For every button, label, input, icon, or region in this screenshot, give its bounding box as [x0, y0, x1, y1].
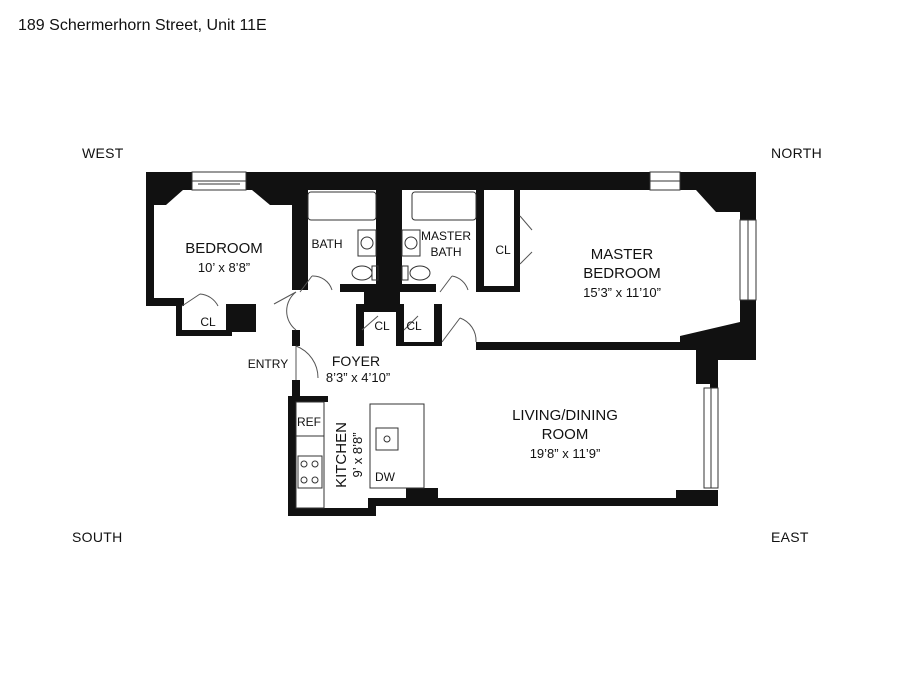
doors [181, 215, 533, 380]
dishwasher-label: DW [375, 470, 396, 484]
compass-west: WEST [82, 145, 124, 161]
living-dimensions: 19’8” x 11’9” [530, 446, 601, 461]
master-bedroom-label-line1: MASTER [591, 246, 654, 263]
kitchen-label: KITCHEN [333, 422, 350, 488]
compass-south: SOUTH [72, 529, 123, 545]
room-labels: BEDROOM 10’ x 8’8” BATH MASTER BATH CL M… [185, 229, 661, 488]
master-bedroom-label-line2: BEDROOM [583, 265, 661, 282]
bedroom-label: BEDROOM [185, 240, 263, 257]
master-bath-label-line1: MASTER [421, 229, 471, 243]
living-label-line1: LIVING/DINING [512, 407, 618, 424]
foyer-closet-1-label: CL [374, 319, 390, 333]
foyer-closet-2-label: CL [406, 319, 422, 333]
fixtures [295, 191, 477, 509]
entry-label: ENTRY [248, 357, 288, 371]
bedroom-dimensions: 10’ x 8’8” [198, 260, 250, 275]
compass-north: NORTH [771, 145, 822, 161]
master-closet-label: CL [495, 243, 511, 257]
foyer-label: FOYER [332, 353, 380, 369]
master-bedroom-dimensions: 15’3” x 11’10” [583, 285, 661, 300]
bedroom-closet-label: CL [200, 315, 216, 329]
foyer-dimensions: 8’3” x 4’10” [326, 370, 390, 385]
living-label-line2: ROOM [542, 426, 589, 443]
bath-label: BATH [311, 237, 342, 251]
ref-label: REF [297, 415, 321, 429]
kitchen-dimensions: 9’ x 8’8” [350, 432, 365, 477]
walls [146, 172, 756, 516]
master-bath-label-line2: BATH [430, 245, 461, 259]
windows [191, 171, 757, 489]
plan-title: 189 Schermerhorn Street, Unit 11E [18, 17, 267, 34]
compass-east: EAST [771, 529, 809, 545]
